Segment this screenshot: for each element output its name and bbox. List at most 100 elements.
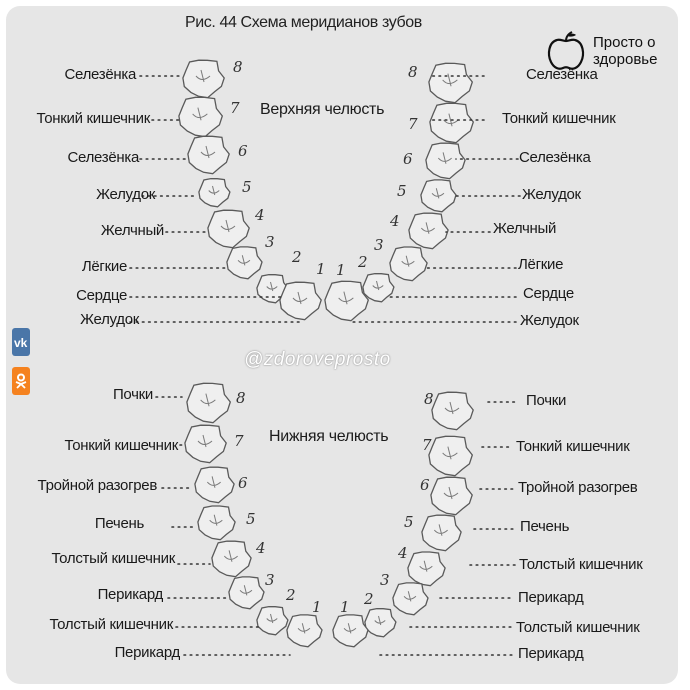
lower-left-number-8: 8 <box>236 389 246 407</box>
upper-left-number-3: 3 <box>265 233 275 251</box>
lower-left-number-1: 1 <box>312 598 322 616</box>
lower-right-tooth-8-detail <box>444 401 460 415</box>
watermark: @zdoroveprosto <box>244 349 391 370</box>
vk-share-button[interactable]: vk <box>12 328 30 356</box>
upper-left-tooth-2-detail <box>266 281 278 292</box>
upper-right-number-6: 6 <box>403 150 413 168</box>
upper-right-number-1: 1 <box>336 261 346 279</box>
upper-right-tooth-3-detail <box>401 255 415 267</box>
upper-right-tooth-8-detail <box>442 73 458 87</box>
upper-right-label-2: Сердце <box>523 285 574 302</box>
lower-left-number-5: 5 <box>246 510 256 528</box>
upper-left-label-4: Желчный <box>100 222 164 239</box>
lower-left-label-7: Тонкий кишечник <box>64 437 179 454</box>
upper-right-tooth-6-detail <box>437 152 452 164</box>
lower-left-tooth-2-detail <box>266 613 278 624</box>
upper-right-label-7: Тонкий кишечник <box>502 110 616 127</box>
brand-name-line1: Просто о <box>593 34 656 51</box>
lower-left-label-1: Перикард <box>114 644 181 661</box>
lower-right-number-7: 7 <box>422 436 432 454</box>
lower-right-label-4: Толстый кишечник <box>519 556 643 573</box>
upper-right-label-1: Желудок <box>520 312 579 329</box>
upper-right-number-8: 8 <box>408 63 418 81</box>
lower-right-number-8: 8 <box>424 390 434 408</box>
upper-right-number-2: 2 <box>357 253 368 271</box>
lower-right-number-5: 5 <box>404 513 414 531</box>
upper-left-tooth-7-detail <box>192 107 208 121</box>
upper-left-number-5: 5 <box>242 178 252 196</box>
upper-right-tooth-2-detail <box>372 280 384 291</box>
upper-jaw-title: Верхняя челюсть <box>260 101 385 118</box>
lower-left-label-2: Толстый кишечник <box>49 616 173 633</box>
upper-right-label-5: Желудок <box>522 186 581 203</box>
upper-right-number-5: 5 <box>397 182 407 200</box>
upper-left-tooth-6-detail <box>200 145 216 159</box>
ok-share-button[interactable] <box>12 367 30 395</box>
upper-left-number-6: 6 <box>238 142 248 160</box>
lower-right-tooth-4-detail <box>419 560 433 572</box>
upper-left-label-2: Сердце <box>76 287 127 304</box>
upper-right-number-7: 7 <box>408 115 418 133</box>
lower-right-label-6: Тройной разогрев <box>518 479 638 496</box>
brand-logo[interactable]: Просто о здоровье <box>545 30 680 74</box>
upper-right-tooth-5-detail <box>431 188 445 199</box>
odnoklassniki-icon <box>15 373 27 389</box>
lower-jaw-title: Нижняя челюсть <box>269 428 389 445</box>
lower-left-tooth-3-detail <box>239 585 253 596</box>
lower-right-number-6: 6 <box>420 476 430 494</box>
upper-left-label-8: Селезёнка <box>64 66 137 83</box>
lower-left-tooth-4-detail <box>223 550 238 562</box>
lower-right-number-3: 3 <box>380 571 390 589</box>
upper-left-label-3: Лёгкие <box>81 258 127 275</box>
lower-left-tooth-1-detail <box>297 623 311 634</box>
brand-name-line2: здоровье <box>593 51 658 68</box>
svg-text:vk: vk <box>14 336 28 350</box>
lower-right-number-2: 2 <box>363 590 374 608</box>
upper-left-label-1: Желудок <box>80 311 139 328</box>
lower-left-number-4: 4 <box>255 539 266 557</box>
upper-left-number-8: 8 <box>233 58 243 76</box>
lower-left-number-3: 3 <box>265 571 275 589</box>
vk-icon: vk <box>14 336 28 350</box>
upper-right-tooth-1-detail <box>338 291 354 305</box>
lower-right-tooth-3-detail <box>403 591 417 602</box>
upper-right-label-8: Селезёнка <box>526 66 598 83</box>
lower-right-tooth-6-detail <box>443 486 459 500</box>
upper-left-label-7: Тонкий кишечник <box>36 110 151 127</box>
lower-left-tooth-6-detail <box>206 476 221 488</box>
upper-left-tooth-3-detail <box>237 255 251 266</box>
figure-title: Рис. 44 Схема меридианов зубов <box>185 14 422 31</box>
lower-left-label-8: Почки <box>112 386 153 403</box>
upper-left-number-7: 7 <box>230 99 240 117</box>
lower-right-label-1: Перикард <box>518 645 584 662</box>
diagram-card <box>6 6 678 684</box>
upper-right-number-3: 3 <box>374 236 384 254</box>
upper-left-label-5: Желудок <box>96 186 155 203</box>
apple-logo-icon <box>547 31 585 70</box>
upper-left-tooth-5-detail <box>208 185 220 196</box>
upper-right-label-6: Селезёнка <box>519 149 591 166</box>
upper-left-number-2: 2 <box>291 248 302 266</box>
lower-right-tooth-2-detail <box>374 615 386 626</box>
lower-left-tooth-7-detail <box>197 434 213 448</box>
lower-left-number-7: 7 <box>234 432 244 450</box>
lower-right-label-8: Почки <box>526 392 567 409</box>
lower-left-tooth-5-detail <box>209 514 223 526</box>
upper-left-number-4: 4 <box>254 206 265 224</box>
lower-left-label-5: Печень <box>94 515 144 532</box>
lower-right-number-1: 1 <box>340 598 350 616</box>
lower-left-number-2: 2 <box>285 586 296 604</box>
lower-right-tooth-5-detail <box>433 524 448 536</box>
upper-right-tooth-7-detail <box>443 113 459 127</box>
upper-left-tooth-1-detail <box>292 291 308 305</box>
lower-left-label-6: Тройной разогрев <box>37 477 158 494</box>
upper-left-tooth-4-detail <box>220 219 236 233</box>
lower-left-label-3: Перикард <box>97 586 164 603</box>
upper-right-number-4: 4 <box>389 212 400 230</box>
lower-left-number-6: 6 <box>238 474 248 492</box>
lower-right-tooth-1-detail <box>343 623 357 634</box>
lower-right-label-3: Перикард <box>518 589 584 606</box>
lower-left-tooth-8-detail <box>200 393 216 407</box>
lower-left-label-4: Толстый кишечник <box>51 550 175 567</box>
